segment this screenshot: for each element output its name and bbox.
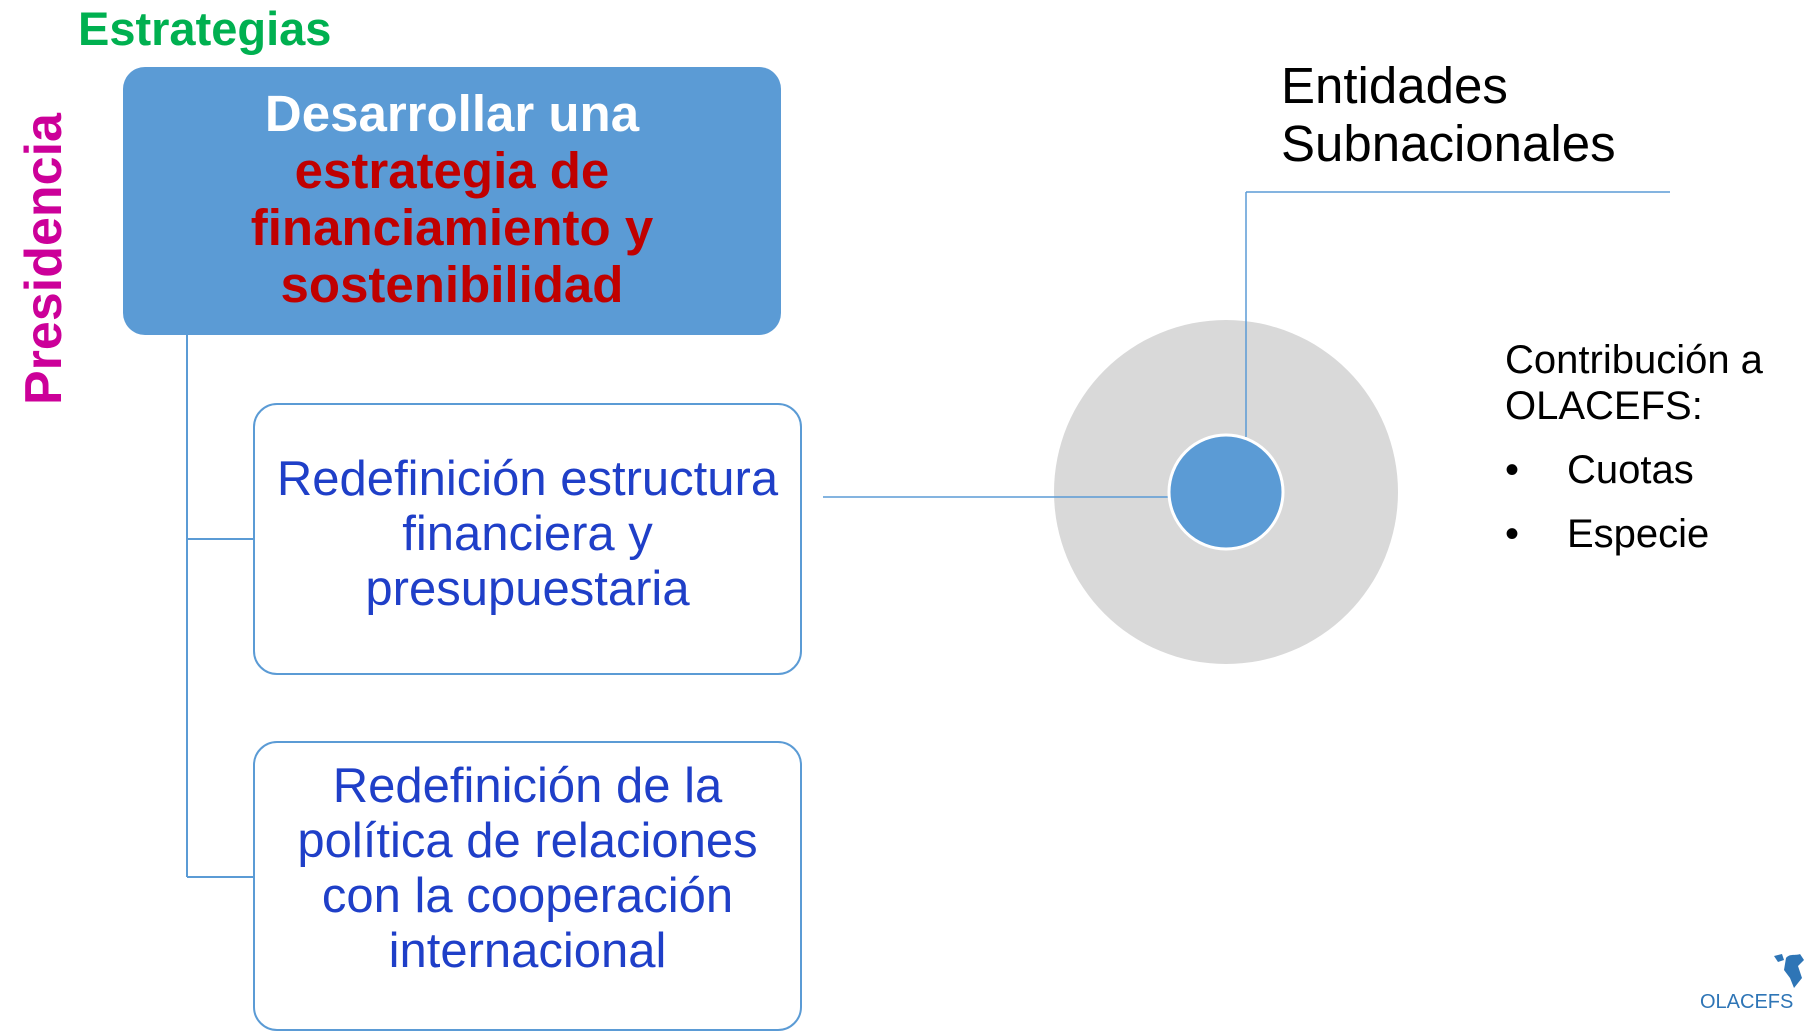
sub-strategy-box-2: Redefinición de la política de relacione… <box>253 741 802 1031</box>
sub-strategy-text-1: Redefinición estructura financiera y pre… <box>276 451 779 616</box>
main-strategy-line-2: estrategia de <box>294 142 610 199</box>
contribution-block: Contribución a OLACEFS: • Cuotas • Espec… <box>1505 337 1763 557</box>
main-strategy-box: Desarrollar una estrategia de financiami… <box>123 67 781 335</box>
contribution-item-especie: • Especie <box>1505 511 1763 557</box>
olacefs-logo: OLACEFS <box>1700 991 1794 1013</box>
contribution-title-line-2: OLACEFS: <box>1505 384 1703 428</box>
page-title: Estrategias <box>78 2 332 55</box>
bullet-icon: • <box>1505 512 1520 556</box>
entity-label-line-1: Entidades <box>1281 57 1508 114</box>
entity-label: Entidades Subnacionales <box>1281 57 1616 173</box>
sub-strategy-box-1: Redefinición estructura financiera y pre… <box>253 403 802 675</box>
contribution-item-label: Especie <box>1567 512 1710 556</box>
sub-strategy-text-2: Redefinición de la política de relacione… <box>297 759 758 978</box>
vertical-section-label: Presidencia <box>15 113 73 405</box>
inner-circle <box>1167 433 1285 551</box>
contribution-item-cuotas: • Cuotas <box>1505 447 1763 493</box>
main-strategy-line-1: Desarrollar una <box>264 85 640 142</box>
entity-label-line-2: Subnacionales <box>1281 115 1616 172</box>
main-strategy-line-3: financiamiento y <box>250 199 654 256</box>
contribution-item-label: Cuotas <box>1567 448 1694 492</box>
main-strategy-line-4: sostenibilidad <box>280 256 624 313</box>
bullet-icon: • <box>1505 448 1520 492</box>
contribution-title-line-1: Contribución a <box>1505 338 1763 382</box>
diagram-canvas <box>186 191 1670 878</box>
main-strategy-text: Desarrollar una estrategia de financiami… <box>251 85 653 313</box>
olacefs-logo-icon <box>1774 954 1804 988</box>
